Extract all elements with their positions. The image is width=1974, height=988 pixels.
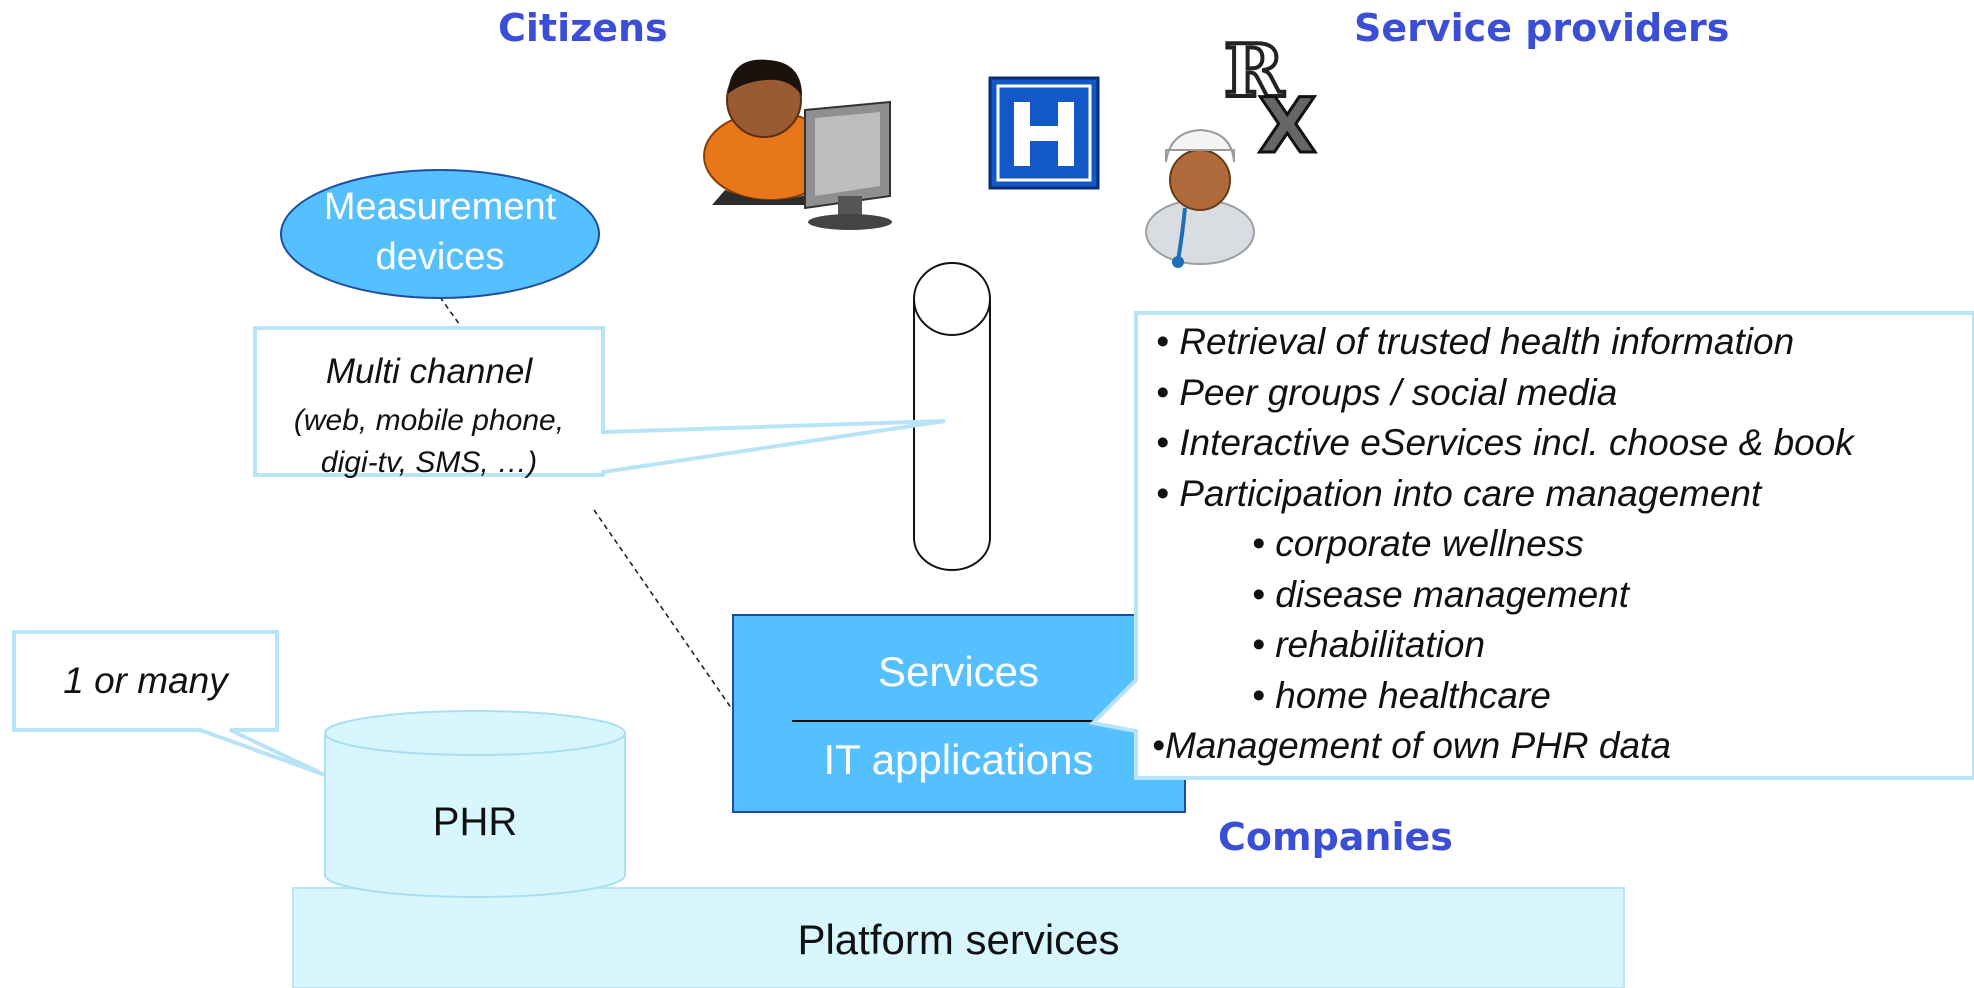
multi-channel-detail-1: (web, mobile phone, bbox=[293, 404, 565, 437]
list-item: • Retrieval of trusted health informatio… bbox=[1156, 321, 1795, 362]
multi-channel-callout bbox=[253, 326, 946, 477]
phr-cylinder bbox=[324, 710, 626, 898]
list-item: • Peer groups / social media bbox=[1156, 371, 1618, 413]
one-or-many-callout bbox=[12, 630, 326, 777]
measurement-devices-ellipse bbox=[280, 169, 600, 299]
one-or-many-label: 1 or many bbox=[63, 660, 228, 701]
phr-label: PHR bbox=[432, 800, 518, 844]
service-list-callout bbox=[1088, 311, 1974, 780]
services-label: Services bbox=[877, 648, 1040, 695]
heading-citizens: Citizens bbox=[498, 6, 668, 50]
citizen-computer-icon bbox=[703, 59, 892, 230]
platform-services-box bbox=[292, 887, 1625, 988]
dashed-connector-bottom bbox=[593, 509, 735, 713]
measurement-line-2: devices bbox=[375, 236, 505, 278]
list-item: • Interactive eServices incl. choose & b… bbox=[1156, 422, 1854, 463]
heading-service-providers: Service providers bbox=[1354, 6, 1730, 50]
service-list: • Retrieval of trusted health informatio… bbox=[1152, 317, 1854, 772]
list-item: • Participation into care management bbox=[1156, 472, 1762, 514]
hospital-icon bbox=[988, 76, 1100, 190]
channel-pipe-cylinder bbox=[913, 262, 991, 571]
heading-companies: Companies bbox=[1218, 815, 1453, 859]
list-item: •Management of own PHR data bbox=[1152, 725, 1671, 766]
nurse-icon bbox=[1145, 128, 1255, 268]
rx-icon: R X bbox=[1222, 26, 1318, 172]
list-item: • rehabilitation bbox=[1252, 624, 1486, 665]
multi-channel-detail-2: digi-tv, SMS, …) bbox=[320, 446, 538, 479]
measurement-line-1: Measurement bbox=[323, 186, 557, 228]
list-item: • corporate wellness bbox=[1252, 523, 1584, 564]
platform-services-label: Platform services bbox=[797, 916, 1120, 963]
it-applications-label: IT applications bbox=[823, 736, 1094, 783]
rx-letter-r: R bbox=[1224, 28, 1285, 113]
dashed-connector-top bbox=[439, 296, 463, 329]
rx-letter-x: X bbox=[1258, 81, 1317, 170]
list-item: • home healthcare bbox=[1252, 674, 1551, 716]
multi-channel-title: Multi channel bbox=[325, 352, 533, 391]
list-item: • disease management bbox=[1252, 573, 1630, 615]
measurement-devices-label: Measurement devices bbox=[282, 182, 598, 282]
